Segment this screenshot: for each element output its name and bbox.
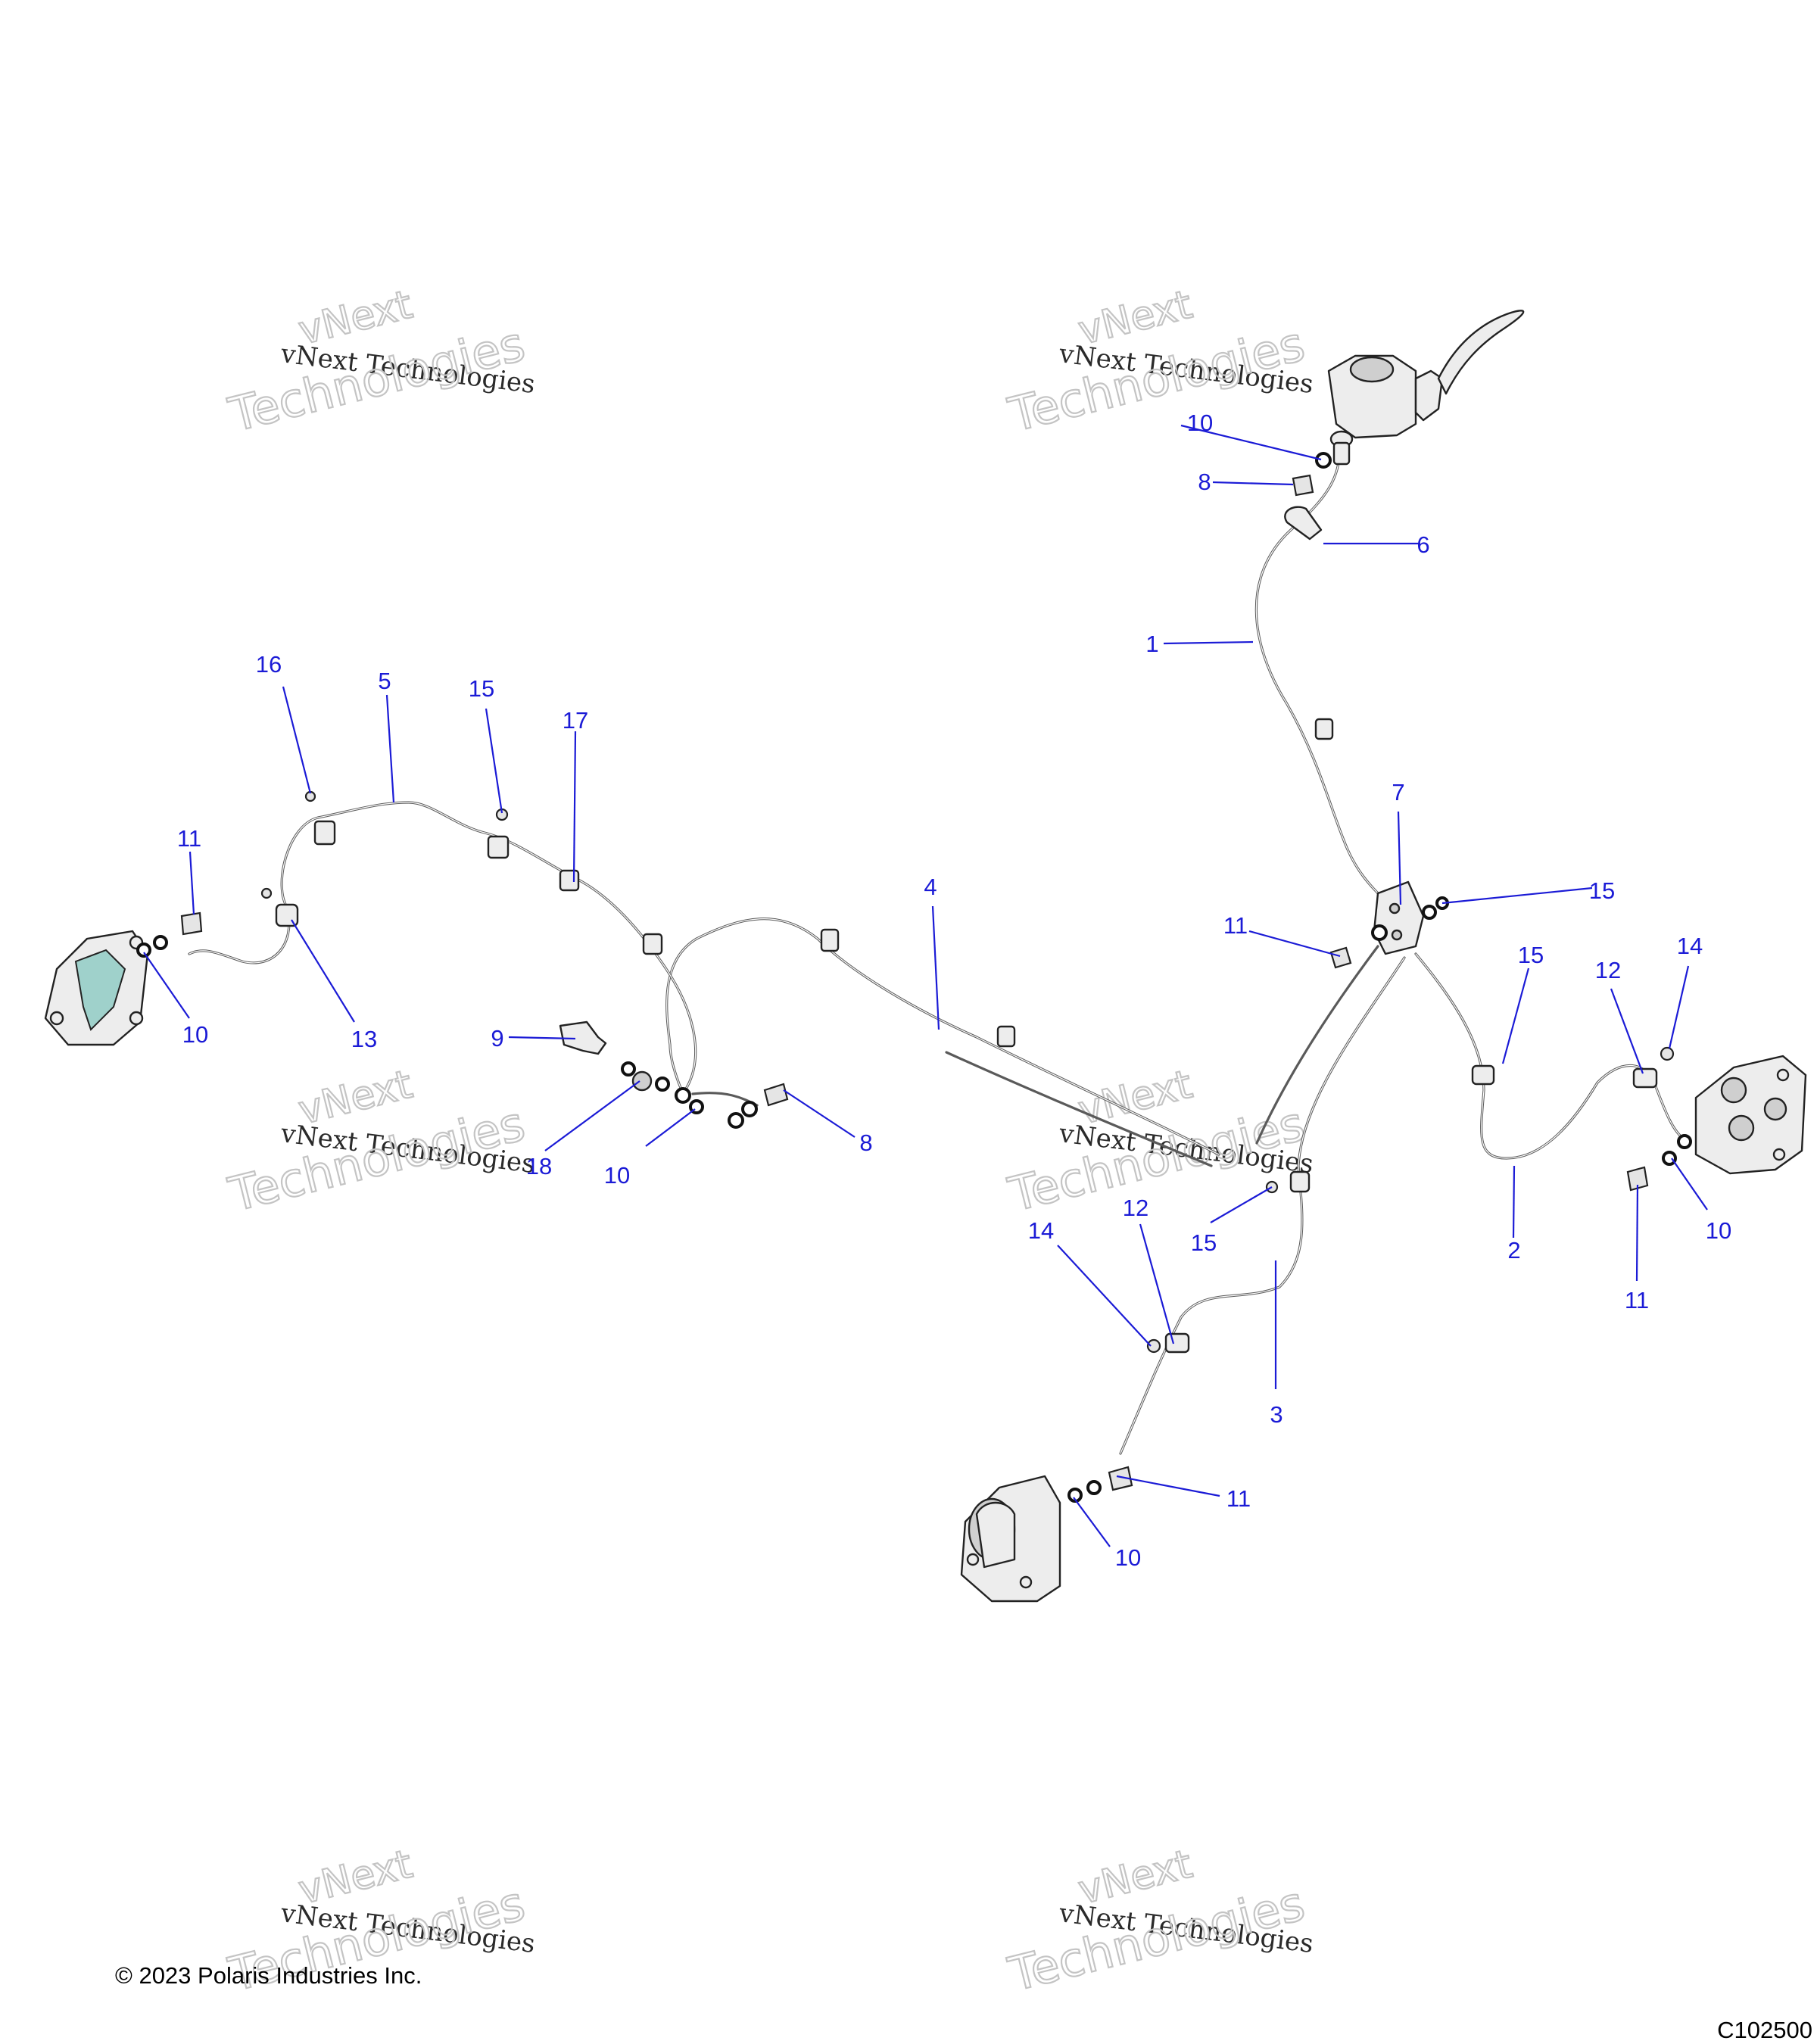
callout-14: 14	[1677, 933, 1703, 959]
nut	[1146, 1338, 1161, 1354]
sealing-washer	[1677, 1134, 1692, 1149]
bolt	[260, 887, 273, 899]
sealing-washer	[1662, 1151, 1677, 1166]
callout-10: 10	[1187, 410, 1213, 436]
sealing-washer	[621, 1061, 636, 1077]
callout-17: 17	[563, 707, 588, 734]
caliper-right	[1694, 1055, 1807, 1175]
callout-16: 16	[256, 651, 282, 678]
brake-line-1	[1254, 438, 1387, 902]
sealing-washer	[1315, 452, 1332, 469]
line-clip	[1164, 1332, 1190, 1354]
sealing-washer	[655, 1077, 670, 1092]
sealing-washer	[1086, 1480, 1102, 1495]
brake-switch	[559, 1020, 607, 1055]
brake-line-2	[1414, 952, 1686, 1160]
banjo-bolt	[763, 1083, 789, 1107]
callout-15: 15	[469, 675, 494, 702]
caliper-rear-left	[44, 930, 149, 1046]
callout-10: 10	[604, 1162, 630, 1189]
watermark-bottom-center: vNext vNext Technologies Technologies	[1002, 1841, 1315, 2003]
leader-lines	[143, 424, 1708, 1547]
line-clip	[820, 928, 840, 952]
callout-12: 12	[1123, 1195, 1148, 1221]
line-clip	[1632, 1067, 1658, 1089]
callout-2: 2	[1507, 1237, 1520, 1263]
line-clip	[1471, 1064, 1495, 1086]
callout-14: 14	[1028, 1217, 1054, 1244]
caliper-front-lower	[960, 1475, 1061, 1603]
callout-8: 8	[1198, 469, 1211, 495]
watermark-middle-center: vNext vNext Technologies Technologies	[1002, 1061, 1315, 1223]
nut	[1660, 1046, 1675, 1061]
banjo-bolt	[1108, 1466, 1133, 1491]
sealing-washer	[741, 1101, 758, 1117]
sealing-washer	[675, 1087, 691, 1104]
callout-3: 3	[1270, 1401, 1282, 1428]
callout-15: 15	[1518, 942, 1544, 968]
line-clip	[275, 903, 299, 927]
line-clip	[996, 1025, 1016, 1048]
master-cylinder	[1327, 310, 1525, 466]
callout-11: 11	[177, 825, 201, 852]
line-clamp	[1284, 506, 1323, 541]
brake-line-5	[188, 801, 759, 1107]
line-clip	[1314, 718, 1334, 740]
callout-5: 5	[378, 668, 391, 694]
brake-line-3	[1119, 945, 1406, 1455]
callout-18: 18	[526, 1153, 552, 1179]
callout-1: 1	[1145, 631, 1158, 657]
sealing-washer	[136, 943, 151, 958]
line-clip	[487, 835, 510, 859]
watermark-middle-left: vNext vNext Technologies Technologies	[223, 1061, 537, 1223]
callout-4: 4	[924, 874, 937, 900]
callout-11: 11	[1223, 912, 1248, 939]
sealing-washer	[1371, 924, 1388, 941]
line-clip	[642, 933, 663, 955]
callout-6: 6	[1417, 531, 1429, 558]
spacer	[631, 1070, 653, 1092]
callouts: 10 8 6 1 7 15 11 15 12 14 10 11 2 15 3 1…	[177, 410, 1731, 1571]
callout-9: 9	[491, 1025, 503, 1052]
sealing-washer	[1067, 1488, 1083, 1503]
figure-code: C102500	[1717, 2017, 1812, 2043]
callout-7: 7	[1392, 779, 1404, 805]
sealing-washer	[728, 1112, 744, 1129]
callout-10: 10	[1115, 1544, 1141, 1571]
copyright-notice: © 2023 Polaris Industries Inc.	[115, 1962, 422, 1989]
callout-12: 12	[1595, 957, 1621, 983]
banjo-bolt	[1292, 474, 1314, 497]
sealing-washer	[153, 935, 168, 950]
banjo-bolt	[1626, 1166, 1649, 1192]
callout-8: 8	[859, 1129, 872, 1156]
banjo-bolt	[180, 911, 203, 936]
callout-15: 15	[1589, 877, 1615, 904]
watermark-top-center: vNext vNext Technologies Technologies	[1002, 282, 1315, 444]
watermark-top-left: vNext vNext Technologies Technologies	[223, 282, 537, 444]
bolt	[1329, 946, 1352, 969]
brake-junction-block	[1373, 880, 1425, 955]
brake-line-4	[665, 918, 1220, 1167]
line-clip	[313, 820, 336, 846]
callout-13: 13	[351, 1026, 377, 1052]
callout-11: 11	[1625, 1287, 1649, 1313]
callout-10: 10	[1706, 1217, 1731, 1244]
callout-15: 15	[1191, 1229, 1217, 1256]
line-clip	[1289, 1170, 1311, 1193]
callout-11: 11	[1226, 1485, 1251, 1512]
line-clip	[559, 869, 580, 892]
washer	[1422, 905, 1437, 920]
callout-10: 10	[182, 1021, 208, 1048]
